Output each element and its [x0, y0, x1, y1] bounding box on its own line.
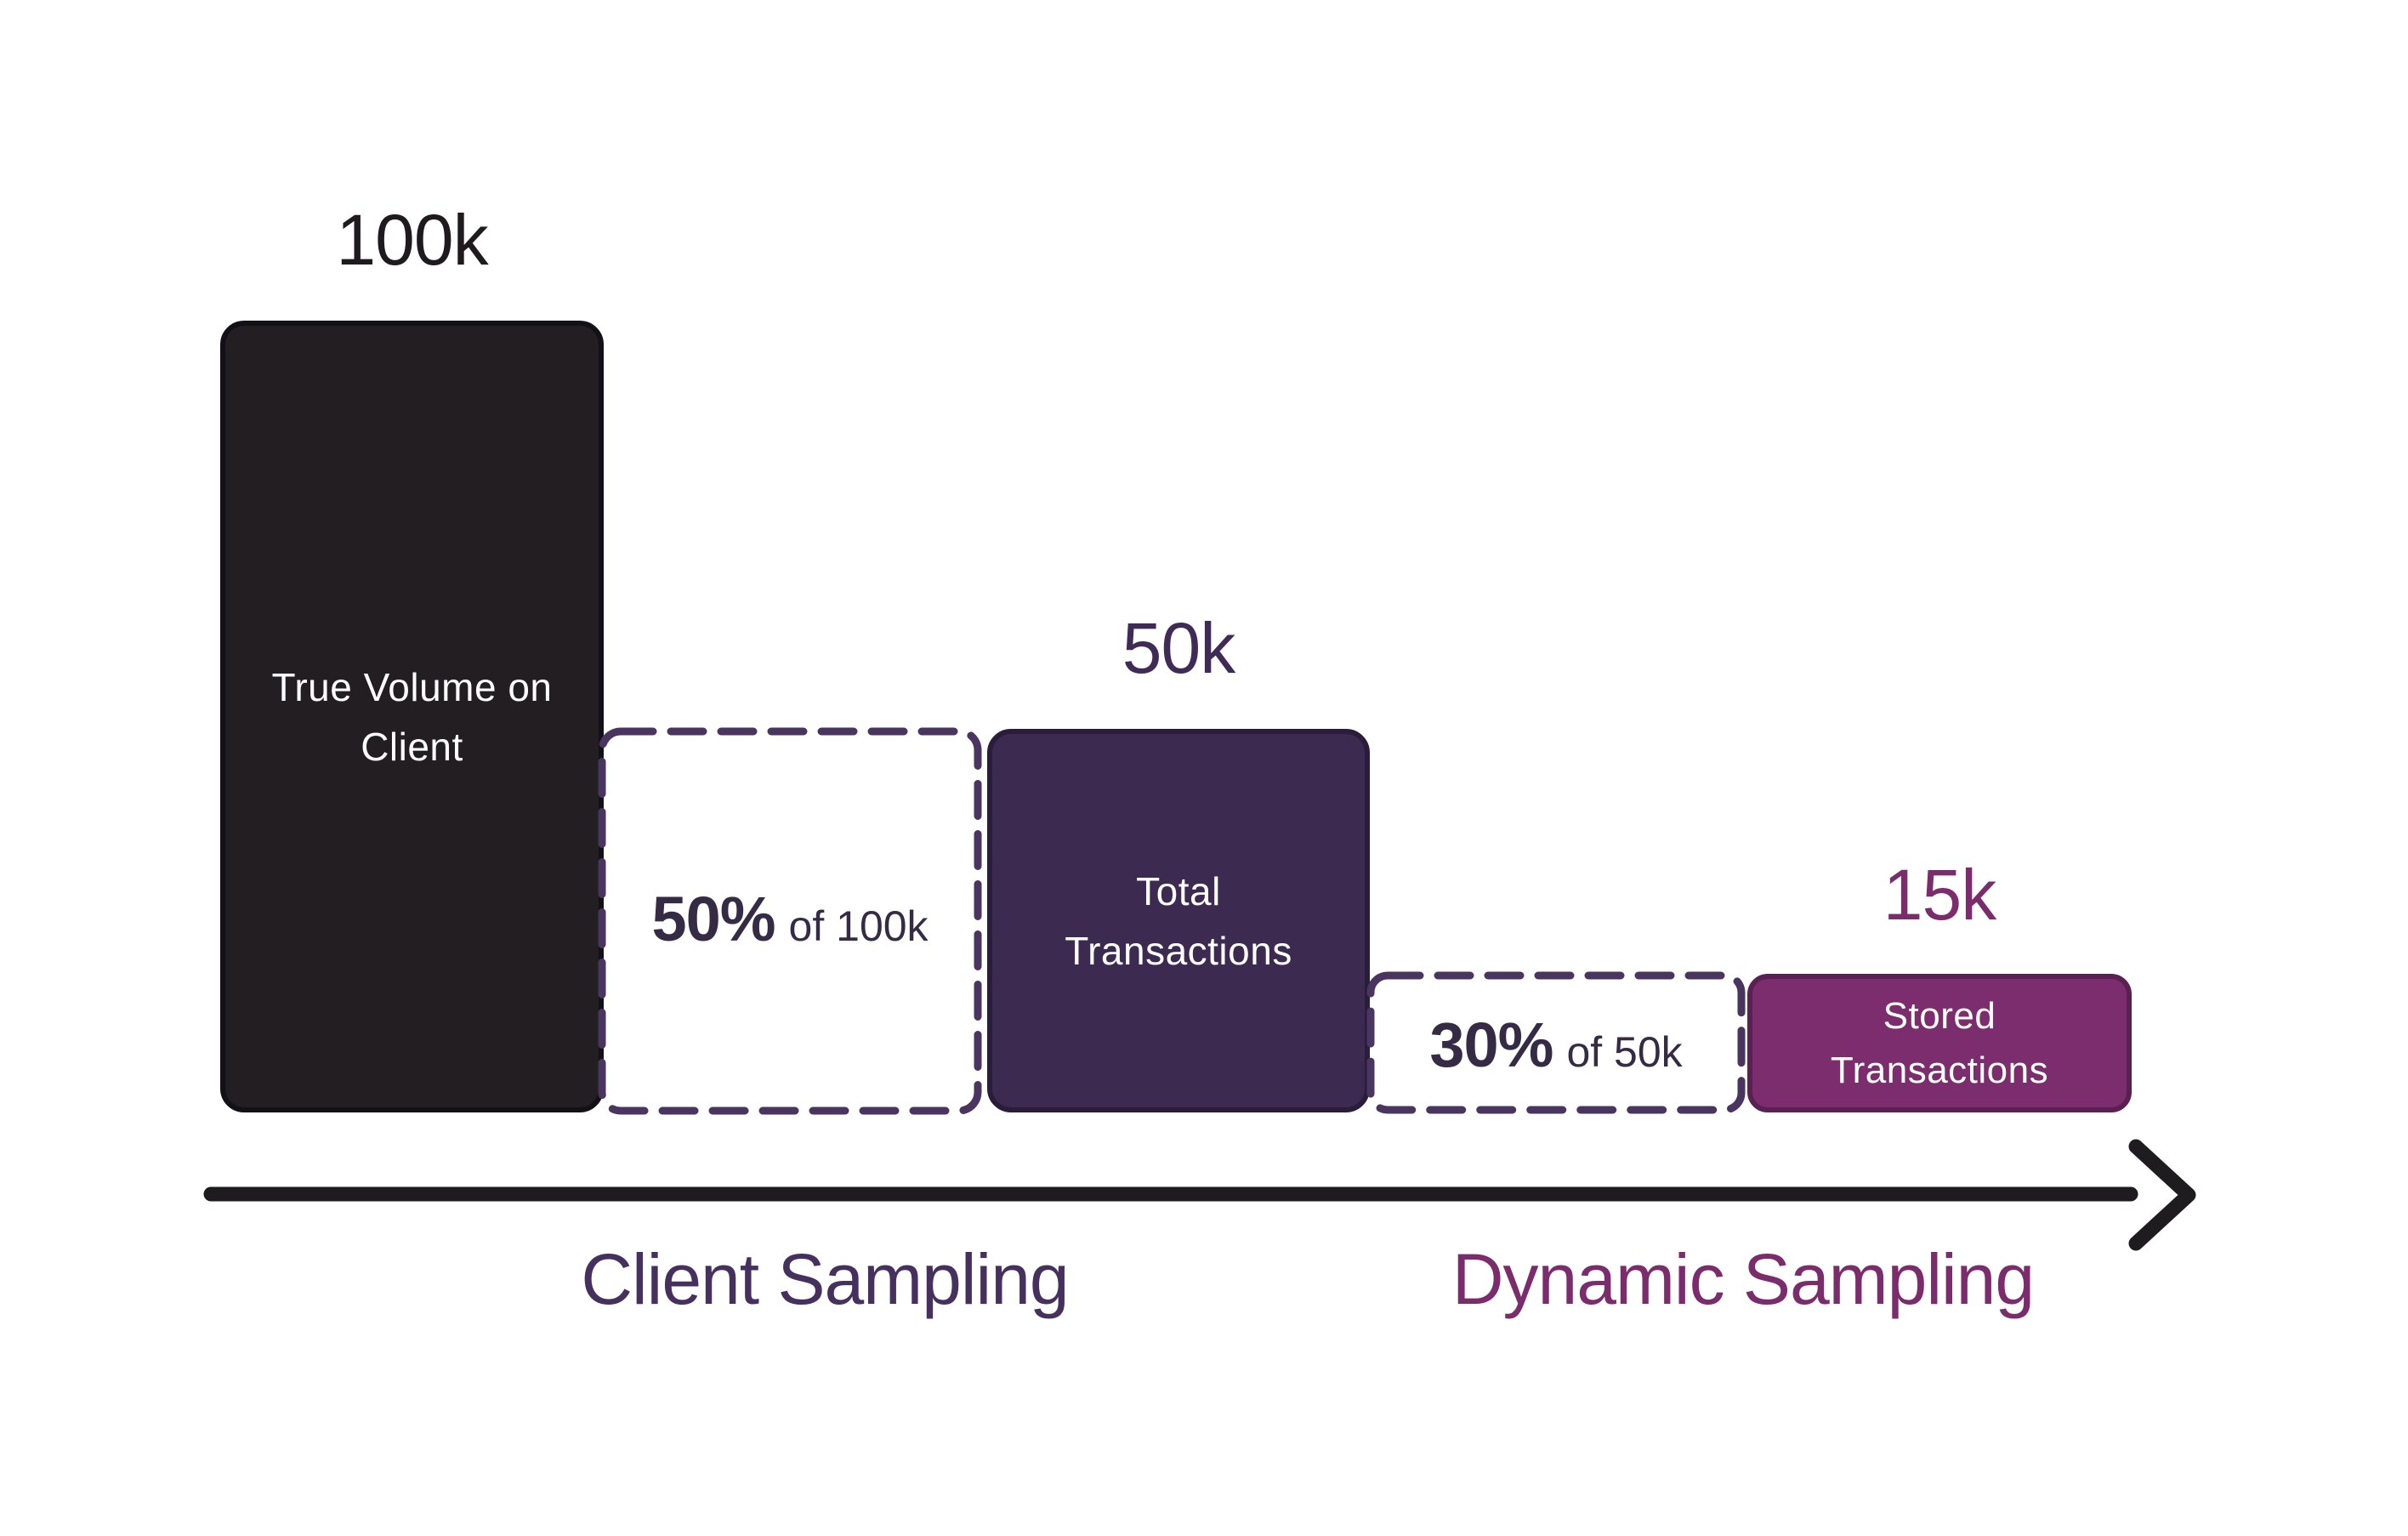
value-label-stored-transactions: 15k: [1883, 855, 1996, 935]
bar-label-line: Transactions: [1065, 928, 1292, 973]
bar-label-line: True Volume on: [271, 664, 553, 709]
dashed-outline: [598, 727, 982, 1115]
bar-true-volume-on-client: True Volume on Client: [220, 321, 604, 1112]
bar-stored-transactions: Stored Transactions: [1747, 974, 2132, 1112]
reduction-of-amount: of 100k: [788, 902, 929, 950]
bar-label-line: Total: [1136, 868, 1221, 913]
value-label-total-transactions: 50k: [1122, 608, 1235, 688]
axis-label-client-sampling: Client Sampling: [581, 1239, 1069, 1319]
bar-true-volume-label: True Volume on Client: [271, 657, 552, 777]
reduction-label-client-sampling: 50%of 100k: [602, 888, 978, 951]
bar-label-line: Client: [361, 724, 463, 769]
bar-label-line: Transactions: [1830, 1049, 2049, 1091]
bar-stored-transactions-label: Stored Transactions: [1831, 989, 2048, 1098]
value-label-true-volume: 100k: [336, 200, 488, 280]
bar-total-transactions: Total Transactions: [987, 729, 1370, 1112]
client-sampling-dropped-region: [598, 727, 982, 1115]
reduction-of-amount: of 50k: [1566, 1028, 1683, 1076]
arrow-right-icon: [2128, 1139, 2196, 1251]
bar-total-transactions-label: Total Transactions: [1065, 862, 1292, 981]
dynamic-sampling-dropped-region: [1366, 971, 1746, 1114]
bar-label-line: Stored: [1883, 994, 1996, 1037]
axis-label-dynamic-sampling: Dynamic Sampling: [1451, 1239, 2035, 1319]
reduction-percent: 50%: [651, 884, 775, 954]
dashed-outline: [1366, 971, 1746, 1114]
reduction-label-dynamic-sampling: 30%of 50k: [1371, 1014, 1741, 1077]
reduction-percent: 30%: [1429, 1010, 1553, 1080]
